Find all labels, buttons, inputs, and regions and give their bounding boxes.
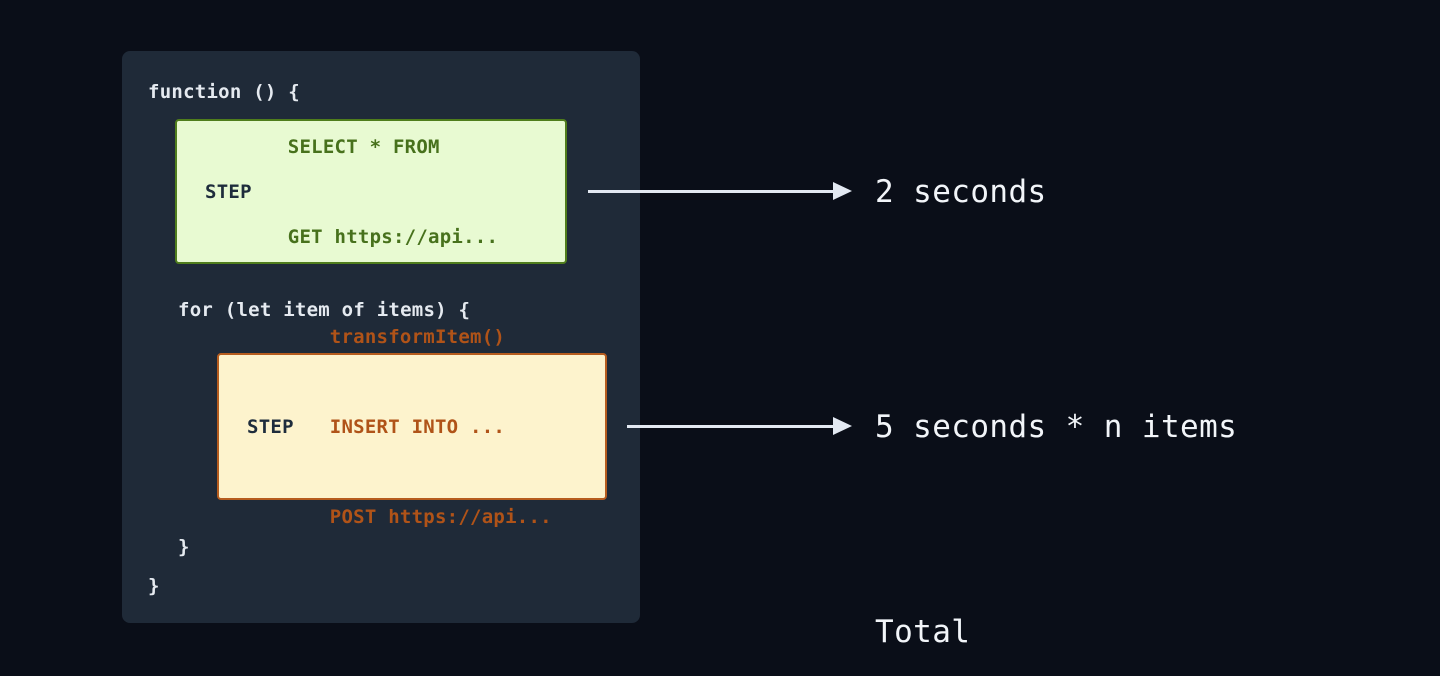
code-line-for-open: for (let item of items) { — [178, 299, 471, 321]
annotation-step2-duration: 5 seconds * n items — [875, 409, 1238, 445]
code-line-function-close: } — [148, 575, 160, 597]
step-code-lines: SELECT * FROM GET https://api... — [288, 72, 498, 312]
step-box-transform-load: STEP transformItem() INSERT INTO ... POS… — [217, 326, 607, 528]
step-label: STEP — [247, 415, 294, 438]
step-code-line: transformItem() — [329, 325, 506, 348]
code-line-for-close: } — [178, 536, 190, 558]
arrow-right-icon — [588, 182, 852, 200]
arrow-right-icon — [627, 417, 852, 435]
step-label: STEP — [205, 180, 252, 203]
total-summary: Total 100 items = 502 seconds — [875, 530, 1313, 676]
code-line-function-open: function () { — [148, 81, 300, 103]
step-code-lines: transformItem() INSERT INTO ... POST htt… — [330, 262, 552, 592]
code-panel: function () { STEP SELECT * FROM GET htt… — [122, 51, 640, 623]
step-code-line: SELECT * FROM — [287, 135, 440, 158]
step-box-extract: STEP SELECT * FROM GET https://api... — [175, 119, 567, 264]
total-title: Total — [875, 614, 971, 650]
annotation-step1-duration: 2 seconds — [875, 174, 1047, 210]
step-code-line: GET https://api... — [287, 225, 499, 248]
step-code-line: INSERT INTO ... — [329, 415, 506, 438]
step-code-line: POST https://api... — [329, 505, 552, 528]
